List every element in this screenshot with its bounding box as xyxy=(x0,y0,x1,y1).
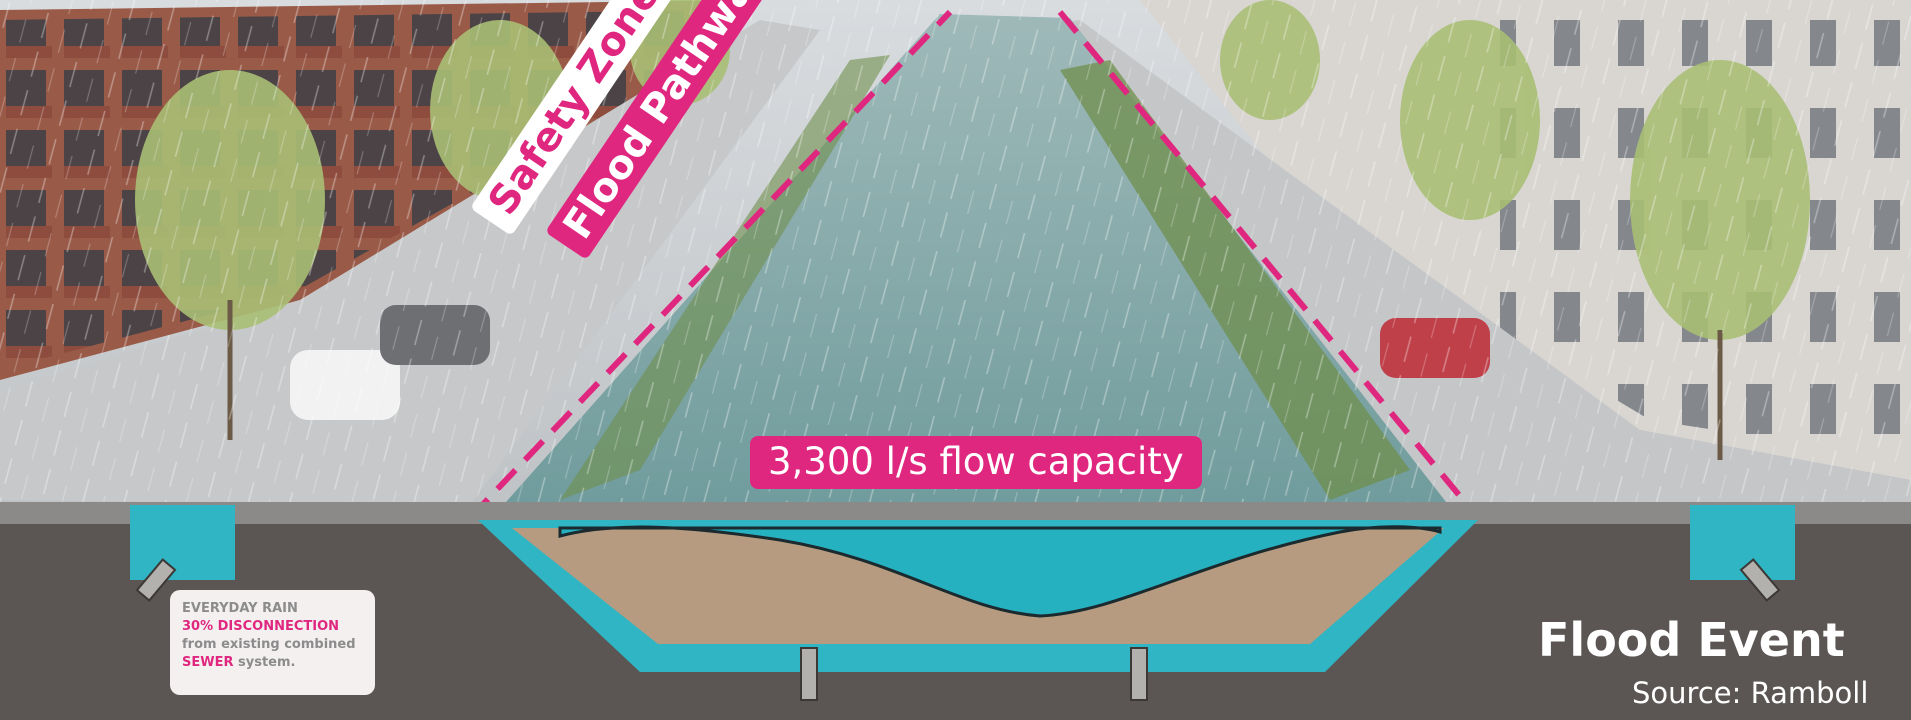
disconnection-highlight: 30% DISCONNECTION xyxy=(182,619,340,634)
surface-line xyxy=(0,502,1911,524)
source-credit: Source: Ramboll xyxy=(1632,676,1869,710)
everyday-rain-line2: from existing combined xyxy=(182,637,356,652)
sewer-keyword: SEWER xyxy=(182,655,234,670)
channel-water xyxy=(558,525,1442,618)
everyday-rain-box: EVERYDAY RAIN 30% DISCONNECTION from exi… xyxy=(170,590,375,695)
everyday-rain-line3-rest: system. xyxy=(233,655,296,670)
left-planter-box xyxy=(130,505,235,580)
flow-capacity-label: 3,300 l/s flow capacity xyxy=(750,436,1202,489)
drain-pipes xyxy=(135,558,1781,701)
everyday-rain-line3: SEWER system. xyxy=(182,654,363,672)
safety-zone-outline xyxy=(467,9,953,521)
rain-overlay xyxy=(0,0,1911,508)
safety-zone-outline-right xyxy=(1057,10,1481,520)
flood-event-title: Flood Event xyxy=(1538,613,1845,667)
everyday-rain-title: EVERYDAY RAIN xyxy=(182,601,298,616)
